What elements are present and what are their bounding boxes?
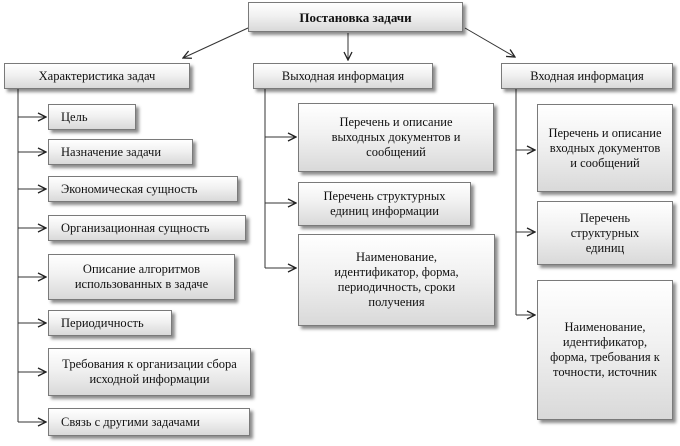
root-to-input-arrow (464, 27, 515, 57)
root-node: Постановка задачи (248, 2, 463, 32)
root-to-tasks-arrow (183, 27, 249, 58)
output-item-structural-units: Перечень структурных единиц информации (298, 182, 471, 226)
task-item-economic-essence: Экономическая сущность (48, 176, 238, 202)
task-item-relations: Связь с другими задачами (48, 408, 250, 436)
task-item-goal: Цель (48, 104, 136, 130)
input-item-structural-units: Перечень структурных единиц (537, 201, 673, 265)
task-item-purpose: Назначение задачи (48, 139, 193, 165)
task-item-periodicity: Периодичность (48, 310, 172, 336)
output-item-attributes: Наименование, идентификатор, форма, пери… (298, 234, 495, 326)
input-item-documents: Перечень и описание входных документов и… (537, 104, 673, 192)
task-item-organizational-essence: Организационная сущность (48, 215, 246, 241)
output-header: Выходная информация (253, 63, 433, 89)
task-item-algorithms: Описание алгоритмов использованных в зад… (48, 254, 235, 300)
tasks-header: Характеристика задач (4, 63, 190, 89)
input-header: Входная информация (501, 63, 673, 89)
input-item-attributes: Наименование, идентификатор, форма, треб… (537, 280, 673, 420)
output-item-documents: Перечень и описание выходных документов … (298, 103, 494, 172)
task-item-data-collection-requirements: Требования к организации сбора исходной … (48, 348, 251, 396)
